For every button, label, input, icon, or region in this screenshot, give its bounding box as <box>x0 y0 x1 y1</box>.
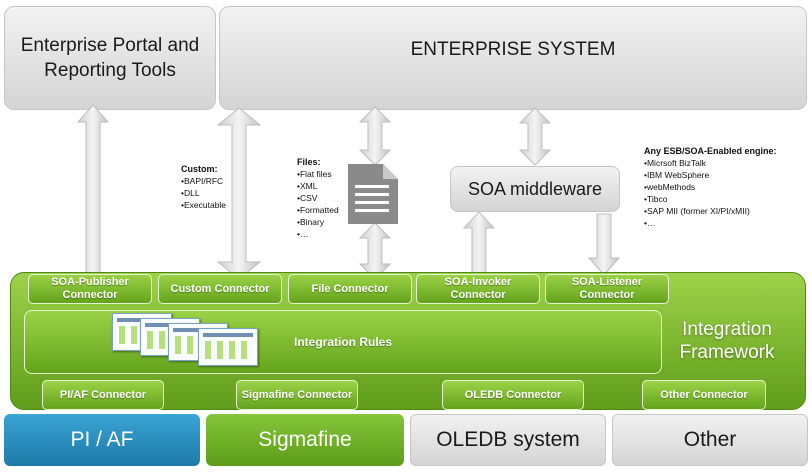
esb-item: •… <box>644 218 656 228</box>
middleware-double-arrow <box>518 107 552 166</box>
files-item: •Formatted <box>297 205 339 215</box>
files-item: •Binary <box>297 217 325 227</box>
soa-publisher-connector: SOA-Publisher Connector <box>28 274 152 304</box>
connector-label: File Connector <box>311 282 389 295</box>
connector-label: PI/AF Connector <box>59 388 147 401</box>
esb-item: •Tibco <box>644 194 668 204</box>
integration-rules-label: Integration Rules <box>293 334 392 349</box>
soa-middleware-label: SOA middleware <box>467 178 603 199</box>
system-label: OLEDB system <box>436 428 580 451</box>
file-connector: File Connector <box>288 274 412 304</box>
esb-item: •webMethods <box>644 182 696 192</box>
connector-label: Custom Connector <box>170 282 270 295</box>
soa-invoker-connector: SOA-Invoker Connector <box>416 274 540 304</box>
connector-label: SOA-Listener Connector <box>571 276 643 301</box>
file-top-double-arrow <box>358 106 392 166</box>
esb-heading: Any ESB/SOA-Enabled engine: <box>644 146 777 156</box>
publisher-up-arrow <box>76 104 110 275</box>
connector-label: SOA-Publisher Connector <box>51 276 129 301</box>
soa-middleware-box: SOA middleware <box>450 166 620 212</box>
connector-label: SOA-Invoker Connector <box>444 276 512 301</box>
custom-item: •Executable <box>181 200 227 210</box>
system-label: Other <box>683 428 737 451</box>
esb-list: Any ESB/SOA-Enabled engine: •Micrsoft Bi… <box>644 145 777 229</box>
oledb-connector: OLEDB Connector <box>442 380 584 410</box>
files-heading: Files: <box>297 157 321 167</box>
system-label: PI / AF <box>70 428 134 451</box>
sigmafine-connector: Sigmafine Connector <box>236 380 358 410</box>
files-item: •Flat files <box>297 169 332 179</box>
rule-diagram-thumbnail <box>198 328 258 366</box>
system-label: Sigmafine <box>258 428 352 451</box>
custom-heading: Custom: <box>181 164 218 174</box>
file-bottom-double-arrow <box>358 222 392 280</box>
esb-item: •IBM WebSphere <box>644 170 710 180</box>
file-document-icon <box>348 164 398 224</box>
enterprise-system-label: ENTERPRISE SYSTEM <box>410 39 616 60</box>
sigmafine-system: Sigmafine <box>206 414 404 466</box>
connector-label: OLEDB Connector <box>464 388 562 401</box>
custom-item: •BAPI/RFC <box>181 176 224 186</box>
esb-item: •SAP MII (former XI/PI/xMII) <box>644 206 750 216</box>
enterprise-portal-label: Enterprise Portal and Reporting Tools <box>20 35 200 81</box>
connector-label: Other Connector <box>660 388 748 401</box>
files-item: •… <box>297 229 309 239</box>
soa-listener-connector: SOA-Listener Connector <box>545 274 669 304</box>
enterprise-portal-box: Enterprise Portal and Reporting Tools <box>4 6 216 110</box>
custom-double-arrow <box>216 107 262 280</box>
connector-label: Sigmafine Connector <box>241 388 353 401</box>
custom-item: •DLL <box>181 188 200 198</box>
custom-connector: Custom Connector <box>158 274 282 304</box>
files-item: •XML <box>297 181 318 191</box>
invoker-up-arrow <box>462 211 496 277</box>
enterprise-system-box: ENTERPRISE SYSTEM <box>219 6 807 110</box>
esb-item: •Micrsoft BizTalk <box>644 158 707 168</box>
oledb-system: OLEDB system <box>410 414 606 466</box>
files-item: •CSV <box>297 193 318 203</box>
other-system: Other <box>612 414 808 466</box>
pi-af-system: PI / AF <box>4 414 200 466</box>
listener-down-arrow <box>587 213 621 276</box>
integration-framework-label: Integration Framework <box>679 319 775 363</box>
custom-list: Custom: •BAPI/RFC •DLL •Executable <box>181 163 226 211</box>
files-list: Files: •Flat files •XML •CSV •Formatted … <box>297 156 339 240</box>
other-connector: Other Connector <box>642 380 766 410</box>
pi-af-connector: PI/AF Connector <box>42 380 164 410</box>
